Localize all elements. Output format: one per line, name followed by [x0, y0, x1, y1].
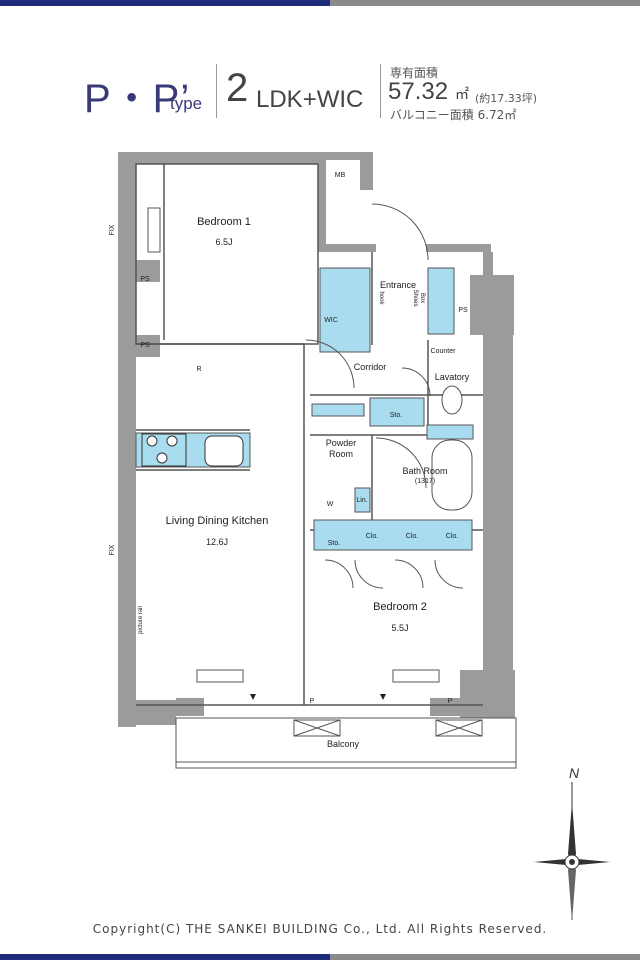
- linen-label: Lin.: [356, 497, 367, 504]
- area-tsubo: (約17.33坪): [475, 92, 538, 105]
- header: P・P’ type 2 LDK+WIC 専有面積 57.32 ㎡ (約17.33…: [0, 58, 640, 128]
- bedroom2-size: 5.5J: [391, 623, 408, 633]
- sink-icon: [204, 435, 244, 467]
- bottom-stripe: [0, 954, 640, 960]
- ps-label: PS: [140, 276, 150, 283]
- bedroom1-name: Bedroom 1: [197, 216, 251, 228]
- ldk-size: 12.6J: [206, 537, 228, 547]
- compass-rose-icon: N: [534, 765, 610, 920]
- bathroom-size: (1317): [415, 478, 435, 485]
- area-unit: ㎡: [455, 87, 469, 103]
- hook-label: hook: [378, 291, 384, 305]
- closet-label: Clo.: [406, 533, 419, 540]
- p-label: P: [448, 698, 453, 705]
- lavatory-name: Lavatory: [435, 372, 470, 382]
- ps-label: PS: [140, 342, 150, 349]
- corridor-name: Corridor: [354, 362, 387, 372]
- top-stripe: [0, 0, 640, 6]
- interior-walls: [135, 163, 483, 706]
- shoes-box-label: Shoes: [412, 289, 418, 306]
- arrow-marker-icon: [380, 694, 386, 700]
- layout-suffix: LDK+WIC: [256, 86, 364, 113]
- fix-label: FIX: [109, 224, 116, 235]
- north-label: N: [569, 765, 580, 781]
- wic-fixture: [319, 267, 371, 353]
- entrance-name: Entrance: [380, 280, 416, 290]
- area-label: 専有面積: [390, 66, 439, 80]
- storage-label: Sto.: [328, 540, 341, 547]
- storage-fixture: [369, 397, 425, 427]
- header-divider: [216, 64, 217, 118]
- bedroom2-name: Bedroom 2: [373, 601, 427, 613]
- wic-label: WIC: [324, 317, 338, 324]
- arrow-marker-icon: [250, 694, 256, 700]
- mb-label: MB: [335, 172, 346, 179]
- lavatory-counter: [426, 424, 474, 440]
- copyright: Copyright(C) THE SANKEI BUILDING Co., Lt…: [92, 922, 548, 936]
- powder-room-name: Room: [329, 449, 353, 459]
- shoes-box-fixture: [427, 267, 455, 335]
- powder-counter: [311, 403, 365, 417]
- layout-number: 2: [226, 66, 249, 110]
- picture-rail-label: picture rail: [138, 606, 144, 634]
- bathtub-icon: [431, 439, 473, 511]
- toilet-icon: [441, 385, 463, 415]
- closet-label: Clo.: [446, 533, 459, 540]
- r-label: R: [196, 366, 201, 373]
- area-value: 57.32: [388, 78, 449, 105]
- walls: [118, 152, 515, 727]
- storage-label: Sto.: [390, 412, 403, 419]
- window-markers: [147, 207, 440, 683]
- header-divider: [380, 64, 381, 118]
- stove-icon: [141, 433, 187, 467]
- counter-label: Counter: [431, 348, 457, 355]
- p-label: P: [310, 698, 315, 705]
- shoes-box-label: Box: [419, 293, 425, 303]
- ldk-name: Living Dining Kitchen: [166, 515, 269, 527]
- balcony-area: バルコニー面積 6.72㎡: [390, 108, 517, 122]
- washer-label: W: [327, 501, 334, 508]
- floor-plan: Bedroom 1 6.5J Living Dining Kitchen 12.…: [109, 152, 610, 920]
- closet-label: Clo.: [366, 533, 379, 540]
- bathroom-name: Bath Room: [402, 466, 447, 476]
- fix-label: FIX: [109, 544, 116, 555]
- type-suffix: type: [170, 94, 203, 113]
- closet-strip: [313, 519, 473, 551]
- linen-fixture: [354, 487, 371, 513]
- type-name: P・P’: [84, 77, 191, 121]
- ps-right-label: PS: [458, 307, 468, 314]
- bedroom1-size: 6.5J: [215, 237, 232, 247]
- balcony-name: Balcony: [327, 739, 360, 749]
- door-swings: [305, 203, 464, 589]
- powder-room-name: Powder: [326, 438, 357, 448]
